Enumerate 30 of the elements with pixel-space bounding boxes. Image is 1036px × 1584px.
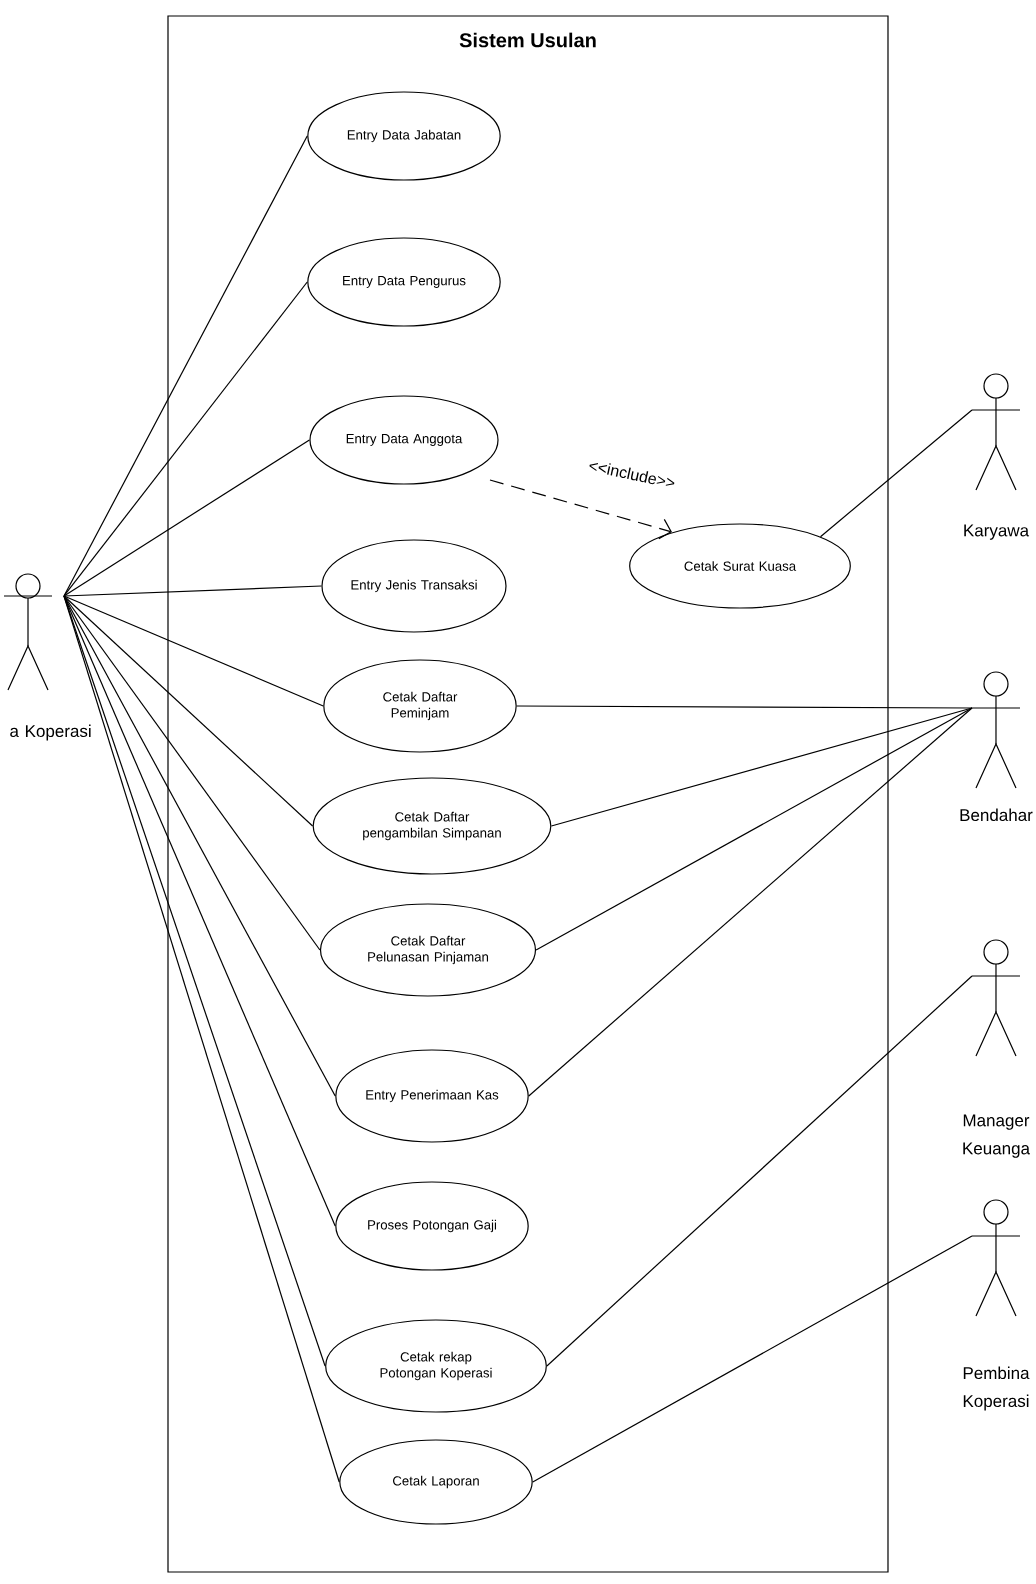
association-line (516, 705, 973, 709)
node-label: Bendahar (960, 808, 1033, 822)
association-line (63, 585, 322, 597)
include-arrow (489, 479, 672, 540)
association-line (63, 281, 308, 597)
association-line (63, 595, 321, 951)
association-line (546, 975, 973, 1367)
node-label: Karyawa (964, 524, 1030, 540)
node-label: Manager Keuanga (963, 1114, 1030, 1158)
association-line (63, 595, 336, 1227)
association-line (528, 707, 973, 1097)
edge-label: <<include>> (585, 456, 679, 492)
association-line (535, 707, 973, 951)
association-line (63, 595, 336, 1097)
node-label: a Koperasi (10, 724, 91, 741)
node-label: Pembina Koperasi (963, 1366, 1030, 1411)
association-line (550, 707, 973, 827)
actor: Pembina Koperasi (963, 1199, 1030, 1411)
actor: Bendahar (960, 671, 1033, 822)
actor: Karyawa (964, 373, 1030, 540)
association-line (819, 409, 973, 538)
association-line (532, 1235, 973, 1483)
association-line (63, 595, 324, 707)
actor: a Koperasi (3, 573, 91, 741)
association-line (63, 439, 310, 597)
association-line (63, 595, 340, 1483)
association-line (63, 135, 308, 597)
actor: Manager Keuanga (963, 939, 1030, 1158)
association-line (63, 595, 326, 1367)
association-line (63, 595, 314, 827)
